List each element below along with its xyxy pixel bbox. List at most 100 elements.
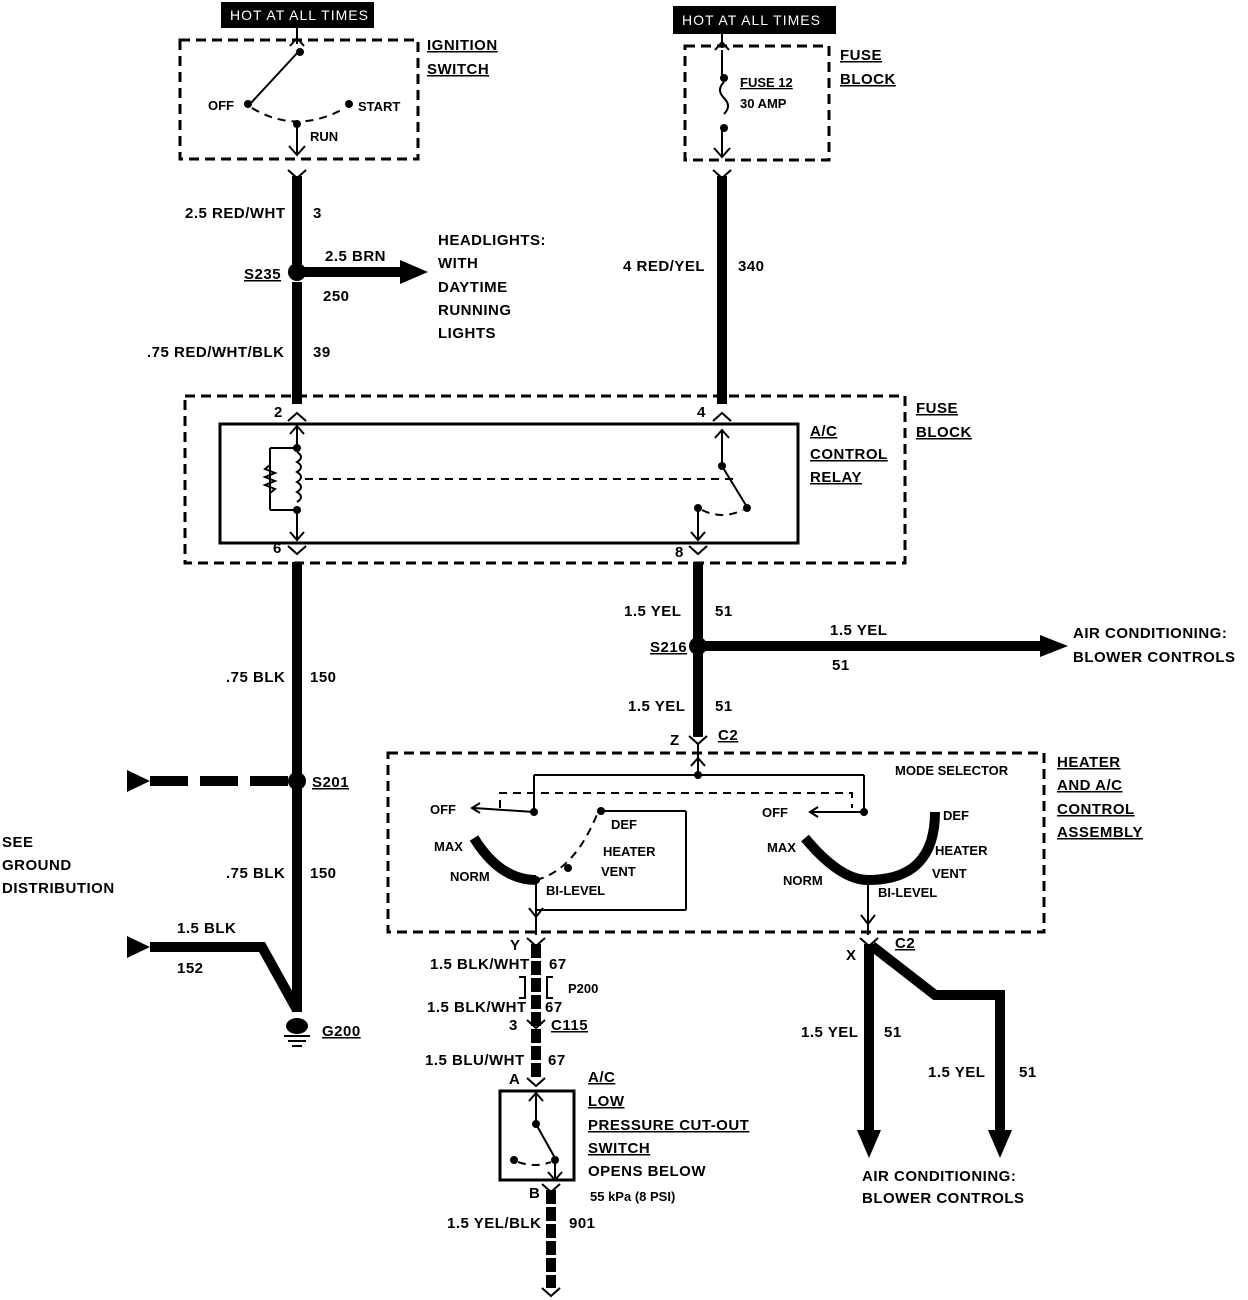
wire-label-red-wht: 2.5 RED/WHT	[185, 205, 286, 222]
right-mode-labels: OFF DEF MAX HEATER VENT NORM BI-LEVEL	[762, 805, 988, 900]
ignition-title-2: SWITCH	[427, 61, 489, 78]
wire-right-upper	[712, 169, 732, 404]
relay-label-1: A/C	[810, 423, 837, 440]
wire-label-blk-b: .75 BLK	[226, 865, 285, 882]
svg-text:LOW: LOW	[588, 1093, 625, 1110]
pin-a: A	[509, 1071, 520, 1088]
wire-label-yel-a: 1.5 YEL	[624, 603, 681, 620]
wire-num-67-a: 67	[549, 956, 567, 973]
wire-num-51-d: 51	[884, 1024, 902, 1041]
pin-6: 6	[273, 540, 282, 557]
right-def-label: DEF	[943, 808, 969, 823]
ignition-switch: OFF START RUN	[178, 28, 420, 161]
left-bilevel-label: BI-LEVEL	[546, 883, 605, 898]
left-def-label: DEF	[611, 817, 637, 832]
pressure-switch-label: A/C LOW PRESSURE CUT-OUT SWITCH OPENS BE…	[588, 1069, 749, 1204]
splice-s235: S235	[244, 266, 281, 283]
ground-g200: G200	[322, 1023, 361, 1040]
fuse-block-mid	[183, 394, 907, 565]
wire-right-mid	[688, 562, 1068, 746]
splice-s216: S216	[650, 639, 687, 656]
wire-label-blk-wht-a: 1.5 BLK/WHT	[430, 956, 530, 973]
connector-z: Z	[670, 732, 680, 749]
fuse-mid-title-2: BLOCK	[916, 424, 972, 441]
pin-8: 8	[675, 544, 684, 561]
wire-num-51-c: 51	[715, 698, 733, 715]
splice-s201: S201	[312, 774, 349, 791]
ground-dist-3: DISTRIBUTION	[2, 880, 115, 897]
svg-text:PRESSURE CUT-OUT: PRESSURE CUT-OUT	[588, 1117, 749, 1134]
pin-4: 4	[697, 404, 706, 421]
mode-selector-internals	[469, 744, 940, 935]
ignition-run-label: RUN	[310, 129, 338, 144]
mode-selector-label: MODE SELECTOR	[895, 763, 1009, 778]
wire-label-blk-c: 1.5 BLK	[177, 920, 236, 937]
fuse-top-title-1: FUSE	[840, 47, 882, 64]
connector-c2-top: C2	[718, 727, 738, 744]
ignition-start-label: START	[358, 99, 400, 114]
ac-blower-right-2: BLOWER CONTROLS	[1073, 649, 1236, 666]
ignition-title-1: IGNITION	[427, 37, 498, 54]
fuse-block-top: FUSE 12 30 AMP	[683, 34, 831, 162]
svg-text:55 kPa (8 PSI): 55 kPa (8 PSI)	[590, 1189, 675, 1204]
pin-2: 2	[274, 404, 283, 421]
svg-text:DAYTIME: DAYTIME	[438, 279, 508, 296]
wire-label-brn: 2.5 BRN	[325, 248, 386, 265]
right-max-label: MAX	[767, 840, 796, 855]
wire-ground	[127, 562, 310, 1047]
wire-num-3: 3	[313, 205, 322, 222]
wire-num-39: 39	[313, 344, 331, 361]
wire-right-lower	[857, 937, 1012, 1158]
ac-blower-right-1: AIR CONDITIONING:	[1073, 625, 1227, 642]
wire-label-blk-wht-b: 1.5 BLK/WHT	[427, 999, 527, 1016]
connector-c115: C115	[551, 1017, 588, 1034]
fuse-12-label: FUSE 12	[740, 75, 793, 90]
svg-text:WITH: WITH	[438, 255, 478, 272]
ac-blower-bottom-1: AIR CONDITIONING:	[862, 1168, 1016, 1185]
ignition-off-label: OFF	[208, 98, 234, 113]
heater-control-assembly	[386, 751, 1046, 934]
wire-label-blu-wht: 1.5 BLU/WHT	[425, 1052, 525, 1069]
left-max-label: MAX	[434, 839, 463, 854]
wire-num-340: 340	[738, 258, 765, 275]
wire-left-upper	[287, 169, 428, 404]
wire-label-yel-c: 1.5 YEL	[628, 698, 685, 715]
ground-dist-2: GROUND	[2, 857, 72, 874]
svg-text:OPENS BELOW: OPENS BELOW	[588, 1163, 706, 1180]
left-norm-label: NORM	[450, 869, 490, 884]
left-off-label: OFF	[430, 802, 456, 817]
right-bilevel-label: BI-LEVEL	[878, 885, 937, 900]
hot-banner-right	[673, 6, 836, 34]
wire-num-51-e: 51	[1019, 1064, 1037, 1081]
left-heater-label: HEATER	[603, 844, 656, 859]
connector-c115-pin: 3	[509, 1017, 518, 1034]
wire-label-yel-b: 1.5 YEL	[830, 622, 887, 639]
hot-banner-left	[221, 2, 374, 28]
wire-num-901: 901	[569, 1215, 596, 1232]
hot-banner-left-text: HOT AT ALL TIMES	[230, 7, 369, 23]
fuse-amp-label: 30 AMP	[740, 96, 787, 111]
connector-p200: P200	[568, 981, 598, 996]
wire-label-yel-blk: 1.5 YEL/BLK	[447, 1215, 541, 1232]
heater-title-1: HEATER	[1057, 754, 1121, 771]
right-off-label: OFF	[762, 805, 788, 820]
wire-num-51-a: 51	[715, 603, 733, 620]
ground-dist-1: SEE	[2, 834, 34, 851]
wire-label-yel-d: 1.5 YEL	[801, 1024, 858, 1041]
connector-x: X	[846, 947, 857, 964]
heater-title-3: CONTROL	[1057, 801, 1135, 818]
wire-num-150-b: 150	[310, 865, 337, 882]
wire-pressure-path	[498, 937, 576, 1298]
fuse-mid-title-1: FUSE	[916, 400, 958, 417]
wire-num-152: 152	[177, 960, 204, 977]
heater-title-4: ASSEMBLY	[1057, 824, 1143, 841]
svg-text:LIGHTS: LIGHTS	[438, 325, 496, 342]
ac-control-relay	[218, 411, 800, 556]
heater-title-2: AND A/C	[1057, 777, 1122, 794]
fuse-top-title-2: BLOCK	[840, 71, 896, 88]
svg-text:RUNNING: RUNNING	[438, 302, 512, 319]
right-vent-label: VENT	[932, 866, 967, 881]
svg-text:A/C: A/C	[588, 1069, 615, 1086]
right-heater-label: HEATER	[935, 843, 988, 858]
